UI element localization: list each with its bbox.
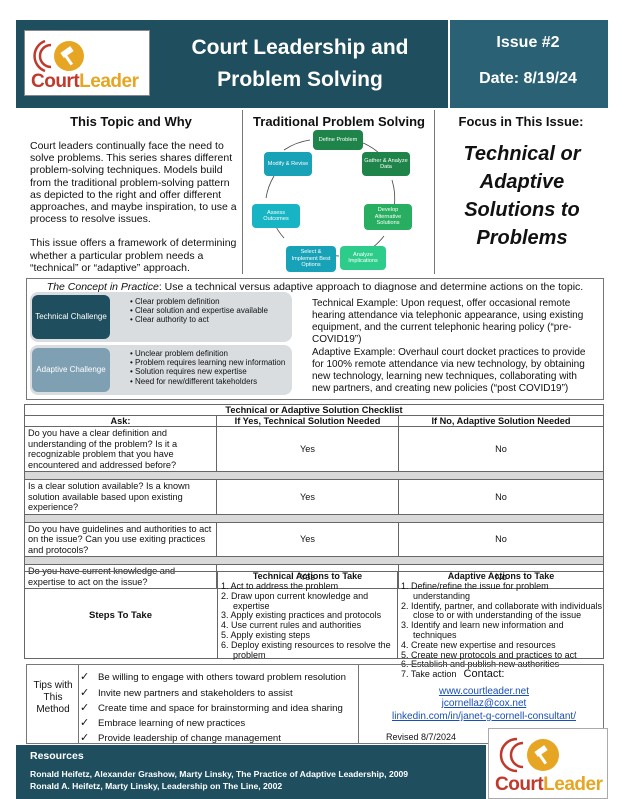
solution-checklist: Technical or Adaptive Solution Checklist… bbox=[24, 404, 604, 589]
concept-section bbox=[26, 278, 604, 400]
website-link[interactable]: www.courtleader.net bbox=[438, 686, 530, 697]
adaptive-example: Adaptive Example: Overhaul court docket … bbox=[312, 347, 586, 394]
tips-section bbox=[26, 664, 604, 744]
tips-divider bbox=[78, 664, 79, 744]
technical-actions: Technical Actions to Take 1. Act to addr… bbox=[221, 571, 391, 660]
diagram-step-modify: Modify & Revise bbox=[264, 152, 312, 176]
email-link[interactable]: jcornellaz@cox.net bbox=[441, 698, 527, 709]
resources-banner bbox=[16, 745, 486, 799]
tips-label: Tips with This Method bbox=[33, 680, 73, 715]
technical-example: Technical Example: Upon request, offer o… bbox=[312, 298, 584, 345]
cycle-arrows bbox=[265, 137, 396, 257]
issue-date: Date: 8/19/24 bbox=[479, 70, 577, 87]
courtleader-logo: CourtLeader bbox=[24, 30, 150, 96]
diagram-step-select: Select & Implement Best Options bbox=[286, 246, 336, 272]
linkedin-link[interactable]: linkedin.com/in/janet-g-cornell-consulta… bbox=[392, 711, 576, 722]
logo-wordmark: CourtLeader bbox=[495, 774, 603, 795]
col-ask: Ask: bbox=[24, 415, 217, 427]
checklist-caption: Technical or Adaptive Solution Checklist bbox=[24, 404, 604, 416]
column-divider bbox=[434, 110, 435, 274]
tip-item: ✓Embrace learning of new practices bbox=[80, 717, 246, 729]
tip-item: ✓Be willing to engage with others toward… bbox=[80, 671, 346, 683]
technical-challenge-tag: Technical Challenge bbox=[32, 295, 110, 339]
checkmark-icon: ✓ bbox=[80, 702, 90, 714]
resources-heading: Resources bbox=[30, 750, 84, 762]
intro-text: Court leaders continually face the need … bbox=[30, 140, 237, 274]
revised-date: Revised 8/7/2024 bbox=[386, 732, 457, 742]
focus-heading: Focus in This Issue: bbox=[458, 114, 584, 129]
steps-label: Steps To Take bbox=[89, 610, 152, 621]
checkmark-icon: ✓ bbox=[80, 687, 90, 699]
courtleader-logo-footer: CourtLeader bbox=[488, 728, 608, 799]
diagram-step-develop: Develop Alternative Solutions bbox=[364, 204, 412, 230]
col-yes: If Yes, Technical Solution Needed bbox=[216, 415, 399, 427]
steps-divider bbox=[397, 571, 398, 659]
concept-title: The Concept in Practice: Use a technical… bbox=[46, 281, 584, 293]
newsletter-title: Court Leadership and Problem Solving bbox=[191, 36, 409, 91]
table-row: Do you have guidelines and authorities t… bbox=[24, 521, 604, 557]
adaptive-actions: Adaptive Actions to Take 1. Define/refin… bbox=[401, 571, 602, 680]
checkmark-icon: ✓ bbox=[80, 732, 90, 744]
resource-citation: Ronald A. Heifetz, Marty Linsky, Leaders… bbox=[30, 781, 283, 791]
logo-wordmark: CourtLeader bbox=[31, 71, 139, 92]
diagram-heading: Traditional Problem Solving bbox=[253, 114, 425, 129]
diagram-step-analyze: Analyze Implications bbox=[340, 246, 386, 270]
diagram-step-define: Define Problem bbox=[313, 130, 363, 150]
contact-heading: Contact: bbox=[463, 668, 505, 680]
gavel-icon bbox=[33, 39, 84, 73]
checkmark-icon: ✓ bbox=[80, 717, 90, 729]
tip-item: ✓Create time and space for brainstorming… bbox=[80, 702, 343, 714]
adaptive-challenge-tag: Adaptive Challenge bbox=[32, 348, 110, 392]
tip-item: ✓Provide leadership of change management bbox=[80, 732, 281, 744]
adaptive-criteria-list: • Unclear problem definition • Problem r… bbox=[130, 349, 286, 386]
table-row: Is a clear solution available? Is a know… bbox=[24, 479, 604, 515]
column-divider bbox=[242, 110, 243, 274]
issue-number: Issue #2 bbox=[496, 34, 560, 51]
steps-divider bbox=[217, 571, 218, 659]
diagram-step-assess: Assess Outcomes bbox=[252, 204, 300, 228]
resource-citation: Ronald Heifetz, Alexander Grashow, Marty… bbox=[30, 769, 409, 779]
issue-panel bbox=[448, 20, 608, 108]
col-no: If No, Adaptive Solution Needed bbox=[398, 415, 604, 427]
diagram-step-gather: Gather & Analyze Data bbox=[362, 152, 410, 176]
focus-topic: Technical or Adaptive Solutions to Probl… bbox=[463, 143, 581, 249]
tips-divider bbox=[358, 664, 359, 744]
technical-criteria-list: • Clear problem definition • Clear solut… bbox=[130, 297, 268, 325]
intro-heading: This Topic and Why bbox=[70, 114, 192, 129]
steps-section bbox=[24, 571, 604, 659]
checkmark-icon: ✓ bbox=[80, 671, 90, 683]
table-row: Do you have a clear definition and under… bbox=[24, 426, 604, 472]
gavel-icon bbox=[499, 737, 559, 773]
tip-item: ✓Invite new partners and stakeholders to… bbox=[80, 687, 293, 699]
